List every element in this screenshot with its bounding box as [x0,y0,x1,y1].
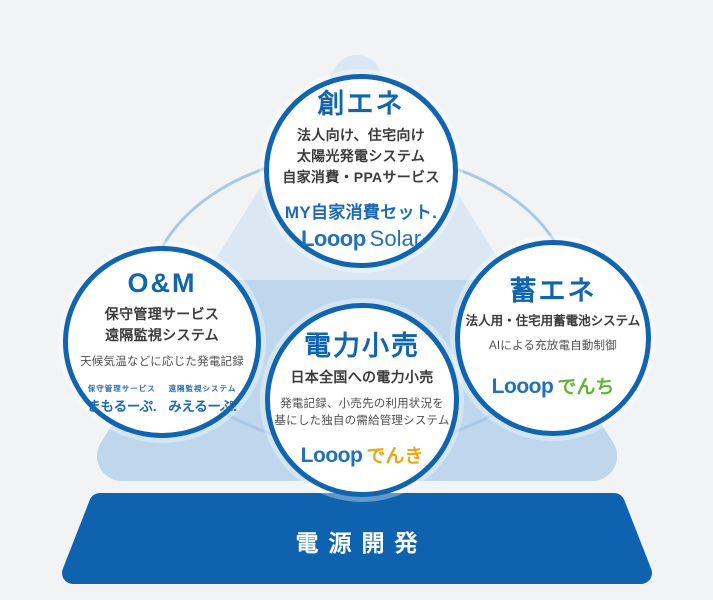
circle-sou-ene-lines: 法人向け、住宅向け 太陽光発電システム 自家消費・PPAサービス [282,125,439,188]
my-jika-shouhi-set-logo: MY自家消費セット. [284,202,438,222]
looop-denki-logo: Looop でんき [301,441,424,468]
oandm-line: 保守管理サービス [104,305,220,322]
looop-denchi-logo: Looop でんち [492,372,615,399]
solar-wordmark: Solar [369,225,422,251]
base-bar-label: 電源開発 [295,530,428,556]
mamoloop-label: 保守管理サービス [87,383,156,393]
denki-wordmark: でんき [366,446,424,468]
circle-chiku-ene-title: 蓄エネ [509,275,597,306]
sou-ene-line: 法人向け、住宅向け [296,126,425,143]
mieloop-wordmark: みえるーぷ. [168,398,237,414]
looop-solar-logo: Looop Solar [301,226,421,252]
looop-wordmark: Looop [300,444,363,468]
sou-ene-line: 自家消費・PPAサービス [282,168,440,185]
mamoloop-logo: 保守管理サービス まもるーぷ. [87,383,156,415]
chiku-ene-line: 法人用・住宅用蓄電池システム [465,313,641,328]
circle-denryoku-kouri: 電力小売 日本全国への電力小売 発電記録、小売先の利用状況を 基にした独自の需給… [265,303,459,497]
oandm-brand-logos: 保守管理サービス まもるーぷ. 遠隔監視システム みえるーぷ. [87,383,237,415]
circle-sou-ene-title: 創エネ [317,89,405,120]
base-bar-shape [62,493,652,584]
circle-denryoku-kouri-lines: 日本全国への電力小売 [291,367,434,388]
looop-wordmark: Looop [300,225,366,251]
circle-oandm: O&M 保守管理サービス 遠隔監視システム 天候気温などに応じた発電記録 保守管… [63,246,261,438]
mamoloop-wordmark: まもるーぷ. [87,398,157,414]
chiku-ene-note: AIによる充放電自動制御 [489,340,617,353]
oandm-note: 天候気温などに応じた発電記録 [80,355,244,368]
denryoku-kouri-note-line: 基にした独自の需給管理システム [274,415,450,428]
circle-oandm-lines: 保守管理サービス 遠隔監視システム [105,304,219,346]
circle-sou-ene: 創エネ 法人向け、住宅向け 太陽光発電システム 自家消費・PPAサービス MY自… [264,74,458,268]
circle-oandm-title: O&M [127,268,197,299]
mieloop-label: 遠隔監視システム [168,383,237,393]
mieloop-logo: 遠隔監視システム みえるーぷ. [168,383,237,415]
denryoku-kouri-note: 発電記録、小売先の利用状況を 基にした独自の需給管理システム [274,396,449,432]
circle-denryoku-kouri-title: 電力小売 [304,330,420,361]
circle-chiku-ene: 蓄エネ 法人用・住宅用蓄電池システム AIによる充放電自動制御 Looop でん… [455,240,651,436]
circle-chiku-ene-lines: 法人用・住宅用蓄電池システム [466,312,641,331]
denryoku-kouri-line: 日本全国への電力小売 [290,368,434,385]
sou-ene-line: 太陽光発電システム [296,147,426,164]
denchi-wordmark: でんち [557,377,615,399]
oandm-line: 遠隔監視システム [105,326,219,343]
denryoku-kouri-note-line: 発電記録、小売先の利用状況を [280,397,444,410]
looop-wordmark: Looop [491,375,554,399]
